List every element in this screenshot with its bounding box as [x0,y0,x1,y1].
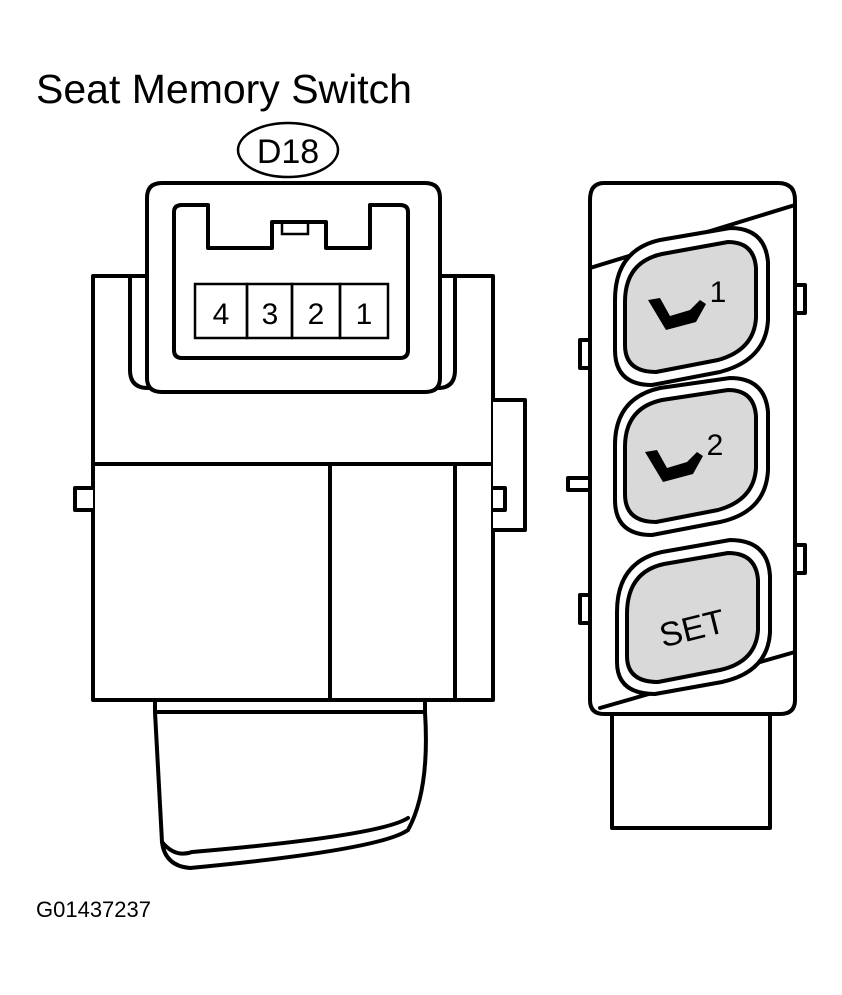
connector-cavity [172,203,410,360]
side-tab [566,476,592,492]
knob-edge [160,816,410,856]
housing-shoulder [128,274,150,390]
seat-icon [645,450,703,482]
switch-face: 1 2 SET [566,181,807,830]
memory-button-1[interactable]: 1 [613,226,770,387]
terminal-row: 4 3 2 1 [193,282,390,340]
connector-code: D18 [257,133,319,171]
side-tab [578,593,592,625]
side-clip-right [493,486,507,512]
switch-connector-side: 4 3 2 1 [73,181,527,870]
set-button[interactable]: SET [615,538,772,696]
side-tab [578,338,592,370]
diagram-title: Seat Memory Switch [36,66,412,112]
terminal-number: 4 [213,298,230,331]
button-label: 1 [710,276,727,309]
seat-icon [648,298,706,330]
side-clip-left [73,486,93,512]
connector-key [280,220,310,236]
button-label: 2 [707,429,724,462]
side-tab [793,283,807,315]
terminal-cell [338,282,390,340]
switch-knob [153,710,428,870]
terminal-number: 2 [308,298,325,331]
connector-code-badge: D18 [236,121,340,179]
terminal-number: 3 [262,298,279,331]
housing-shoulder [436,274,457,390]
memory-button-2[interactable]: 2 [613,376,770,537]
figure-code: G01437237 [36,897,151,922]
side-tab [793,543,807,575]
switch-plug [610,710,772,830]
terminal-number: 1 [356,298,373,331]
